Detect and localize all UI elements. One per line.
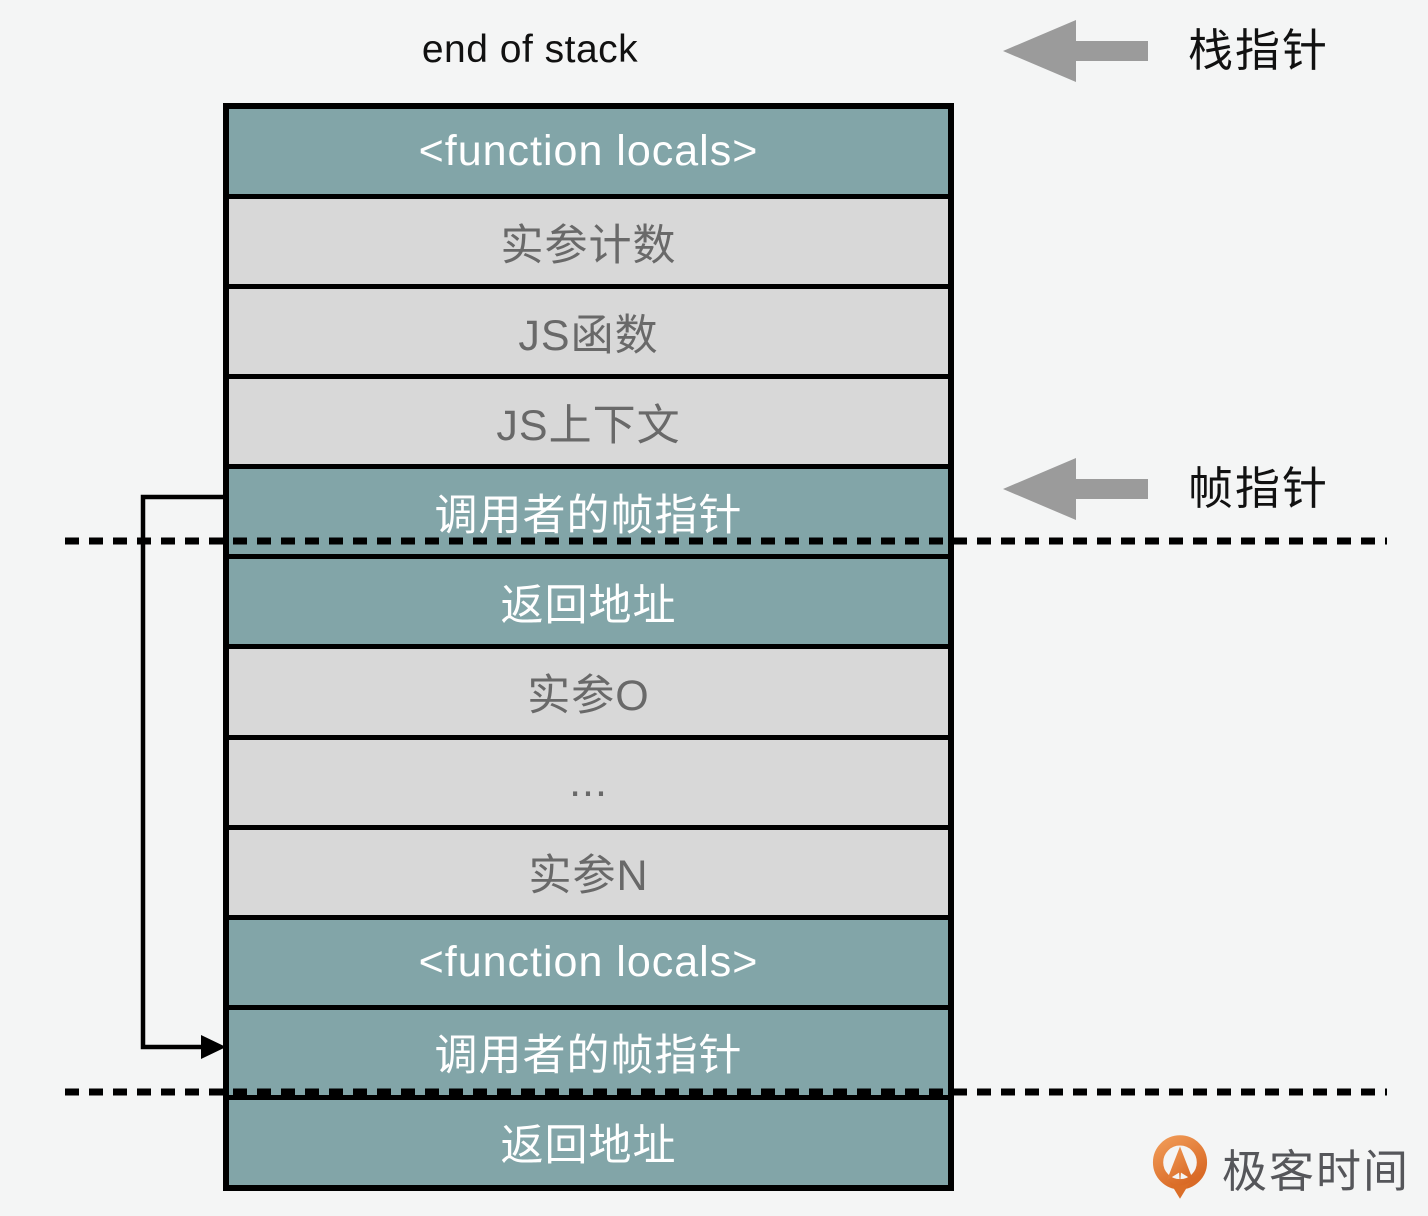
frame-pointer-arrow-icon [1003, 458, 1148, 520]
stack-row: ... [229, 734, 948, 825]
stack-row: JS函数 [229, 284, 948, 375]
brand-watermark: 极客时间 [1152, 1134, 1410, 1200]
brand-name: 极客时间 [1222, 1145, 1411, 1197]
geektime-logo-icon [1152, 1135, 1208, 1199]
stack-pointer-label: 栈指针 [1188, 25, 1330, 76]
stack-row: <function locals> [229, 109, 948, 195]
stack-row: 实参O [229, 644, 948, 735]
stack-row: 调用者的帧指针 [229, 464, 948, 555]
stack-row: 实参N [229, 824, 948, 915]
frame-pointer-label: 帧指针 [1188, 463, 1330, 514]
stack-row: 返回地址 [229, 1094, 948, 1185]
stack-row: 实参计数 [229, 194, 948, 285]
stack-row: <function locals> [229, 914, 948, 1005]
stack-row: 调用者的帧指针 [229, 1004, 948, 1095]
stack-pointer-arrow-icon [1003, 20, 1148, 82]
end-of-stack-label: end of stack [421, 28, 639, 71]
frame-pointer-link-line [140, 494, 224, 1050]
stack-row: 返回地址 [229, 554, 948, 645]
stack-row: JS上下文 [229, 374, 948, 465]
